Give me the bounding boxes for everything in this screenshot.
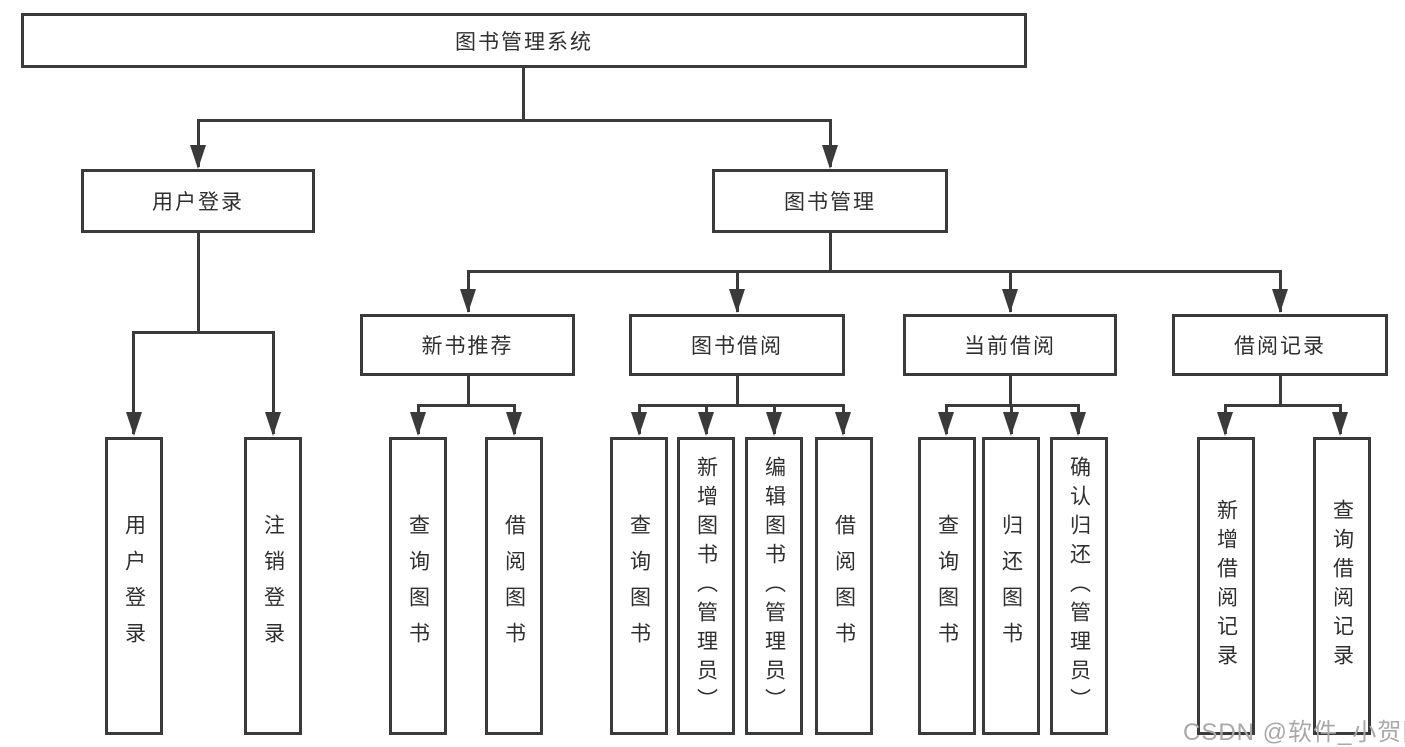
node-label: 归还图书 <box>999 514 1023 658</box>
node-label: 查询图书 <box>935 514 959 658</box>
connector-user-login-bar <box>132 331 275 334</box>
node-label: 查询图书 <box>406 514 430 658</box>
connector-arrow-stem <box>197 119 200 167</box>
connector-arrow-stem <box>272 331 275 434</box>
connector-root-bar <box>197 119 832 122</box>
node-book-borrowing: 图书借阅 <box>629 314 845 376</box>
node-logout-action: 注销登录 <box>244 437 302 735</box>
arrow-down-icon <box>410 412 426 436</box>
node-label: 图书借阅 <box>691 335 783 358</box>
node-label: 用户登录 <box>122 514 146 658</box>
arrow-down-icon <box>698 412 714 436</box>
connector-book-mgmt-bar <box>467 270 1282 273</box>
arrow-down-icon <box>1070 412 1086 436</box>
arrow-down-icon <box>1332 412 1348 436</box>
arrow-down-icon <box>766 412 782 436</box>
node-query-borrow-record: 查询借阅记录 <box>1313 437 1371 735</box>
arrow-down-icon <box>729 289 745 313</box>
node-borrow-books-borrowing: 借阅图书 <box>815 437 873 735</box>
node-label: 确认归还（管理员） <box>1067 455 1091 717</box>
node-query-books-current: 查询图书 <box>918 437 976 735</box>
connector-current-stem <box>1009 376 1012 407</box>
node-root-library-system: 图书管理系统 <box>21 13 1027 68</box>
connector-recommend-bar <box>417 404 516 407</box>
node-root-label: 图书管理系统 <box>455 30 593 54</box>
node-borrowing-records: 借阅记录 <box>1172 314 1388 376</box>
node-label: 注销登录 <box>261 514 285 658</box>
node-label: 借阅图书 <box>502 514 526 658</box>
node-current-borrowing: 当前借阅 <box>903 314 1117 376</box>
arrow-down-icon <box>126 412 142 436</box>
connector-records-stem <box>1279 376 1282 407</box>
node-label: 查询借阅记录 <box>1330 499 1354 673</box>
node-new-book-recommend: 新书推荐 <box>360 314 575 376</box>
node-label: 新增图书（管理员） <box>694 455 718 717</box>
node-edit-books-admin: 编辑图书（管理员） <box>745 437 803 735</box>
node-user-login-action: 用户登录 <box>105 437 163 735</box>
node-label: 新书推荐 <box>421 335 514 358</box>
arrow-down-icon <box>938 412 954 436</box>
connector-arrow-stem <box>829 119 832 167</box>
node-label: 查询图书 <box>627 514 651 658</box>
watermark-text: CSDN @软件_小贺同学 <box>1183 719 1405 746</box>
arrow-down-icon <box>265 412 281 436</box>
arrow-down-icon <box>190 145 206 169</box>
connector-user-login-stem <box>197 233 200 334</box>
node-return-books: 归还图书 <box>982 437 1040 735</box>
arrow-down-icon <box>460 289 476 313</box>
node-confirm-return-admin: 确认归还（管理员） <box>1050 437 1108 735</box>
arrow-down-icon <box>835 412 851 436</box>
node-label: 编辑图书（管理员） <box>762 455 786 717</box>
connector-book-mgmt-stem <box>829 233 832 273</box>
node-label: 用户登录 <box>152 191 244 214</box>
node-add-borrow-record: 新增借阅记录 <box>1197 437 1255 735</box>
node-user-login-module: 用户登录 <box>81 169 315 233</box>
arrow-down-icon <box>1272 289 1288 313</box>
node-label: 图书管理 <box>784 191 876 214</box>
connector-root-stem <box>522 68 525 122</box>
connector-borrowing-bar <box>638 404 845 407</box>
arrow-down-icon <box>1217 412 1233 436</box>
connector-records-bar <box>1224 404 1342 407</box>
node-query-books-borrowing: 查询图书 <box>610 437 668 735</box>
node-label: 新增借阅记录 <box>1214 499 1238 673</box>
node-query-books-recommend: 查询图书 <box>389 437 447 735</box>
node-add-books-admin: 新增图书（管理员） <box>677 437 735 735</box>
arrow-down-icon <box>822 145 838 169</box>
node-label: 当前借阅 <box>964 335 1056 358</box>
arrow-down-icon <box>1003 412 1019 436</box>
node-label: 借阅记录 <box>1234 335 1326 358</box>
connector-arrow-stem <box>132 331 135 434</box>
node-label: 借阅图书 <box>832 514 856 658</box>
arrow-down-icon <box>631 412 647 436</box>
arrow-down-icon <box>1002 289 1018 313</box>
connector-borrowing-stem <box>736 376 739 407</box>
node-book-management-module: 图书管理 <box>712 169 948 233</box>
node-borrow-books-recommend: 借阅图书 <box>485 437 543 735</box>
connector-recommend-stem <box>467 376 470 407</box>
arrow-down-icon <box>506 412 522 436</box>
